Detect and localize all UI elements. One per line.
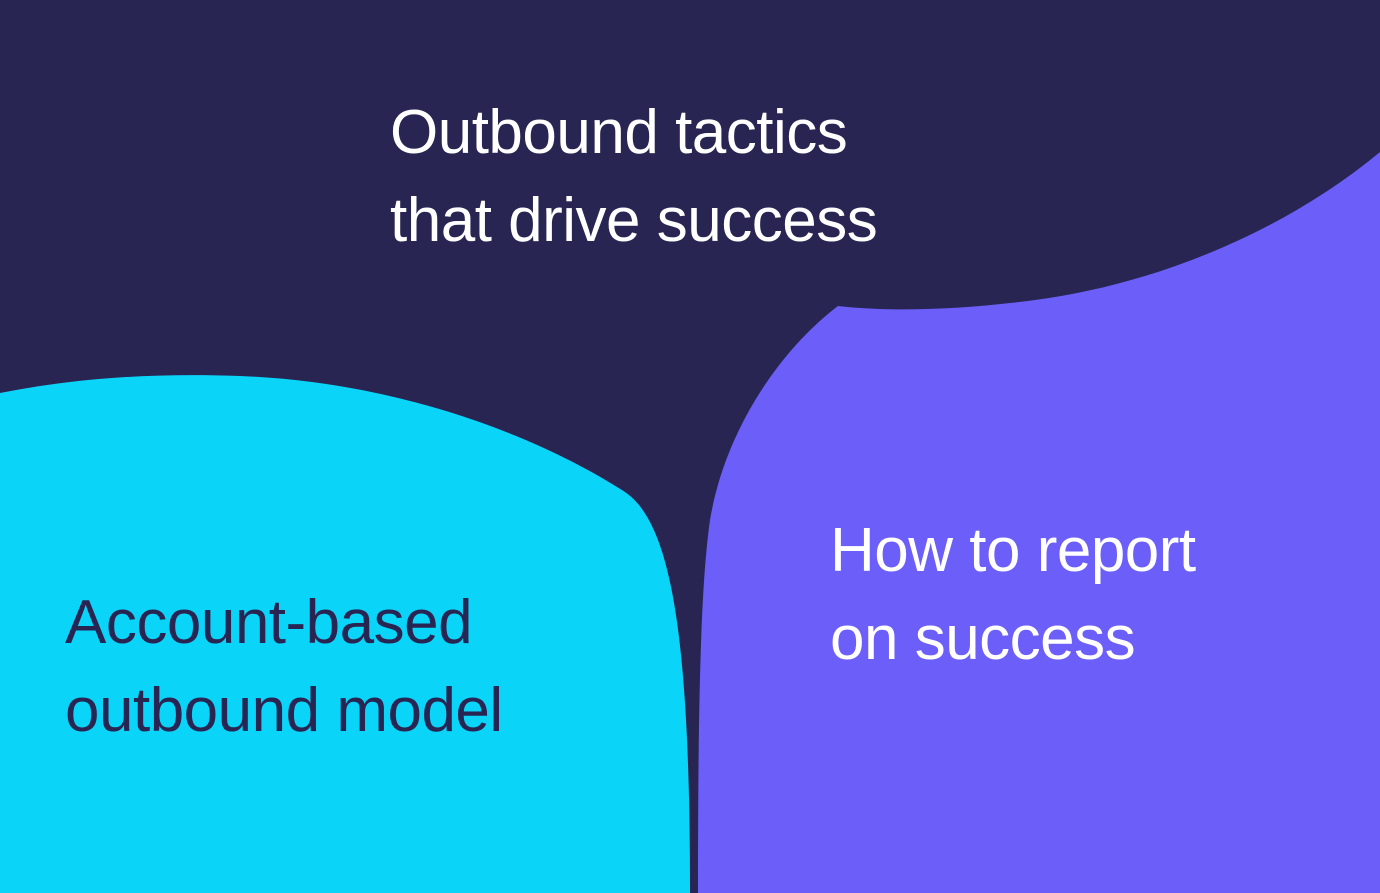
- topic-account-based: Account-based outbound model: [65, 579, 503, 755]
- topic-outbound-tactics: Outbound tactics that drive success: [390, 89, 878, 265]
- purple-blob: [698, 152, 1380, 893]
- topic-outbound-tactics-line1: Outbound tactics: [390, 98, 848, 167]
- topic-report-success-line1: How to report: [830, 516, 1196, 585]
- topic-account-based-line2: outbound model: [65, 676, 503, 745]
- topic-outbound-tactics-line2: that drive success: [390, 186, 878, 255]
- cyan-blob: [0, 375, 690, 893]
- topic-account-based-line1: Account-based: [65, 588, 473, 657]
- topic-report-success-line2: on success: [830, 604, 1136, 673]
- topic-report-success: How to report on success: [830, 507, 1196, 683]
